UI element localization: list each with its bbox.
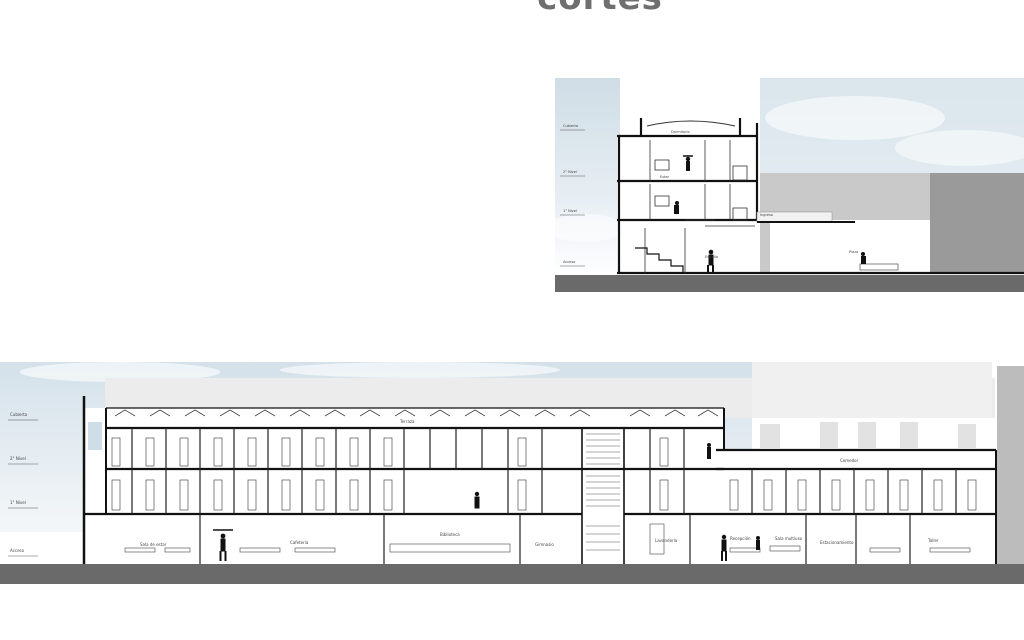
room-label: Terraza (399, 419, 415, 424)
longitudinal-section-drawing: Cubierta 2° Nivel 1° Nivel Acceso Sala d… (0, 358, 1024, 588)
level-label: Acceso (563, 260, 575, 264)
level-label: 2° Nivel (563, 170, 577, 174)
room-label: Estudio (705, 255, 718, 259)
room-label: Dormitorio (671, 130, 690, 134)
room-label: Ingreso (760, 213, 773, 217)
level-label: 1° Nivel (10, 500, 26, 505)
neighbor-building-right (930, 173, 1024, 273)
room-label: Recepción (730, 536, 751, 541)
neighbor-wall (997, 366, 1024, 566)
level-label: Cubierta (10, 412, 28, 417)
room-label: Estar (660, 175, 670, 179)
room-label: Gimnasio (535, 542, 554, 547)
room-label: Sala de estar (140, 542, 167, 547)
level-label: Acceso (10, 548, 25, 553)
ground-slab (0, 564, 1024, 584)
level-label: Cubierta (563, 124, 578, 128)
level-label: 1° Nivel (563, 209, 577, 213)
room-label: Estacionamiento (820, 540, 854, 545)
cross-section-svg: Cubierta 2° Nivel 1° Nivel Acceso Dormit… (555, 78, 1024, 292)
longitudinal-section-svg: Cubierta 2° Nivel 1° Nivel Acceso Sala d… (0, 362, 1024, 584)
room-label: Cafetería (290, 540, 309, 545)
room-label: Plaza (849, 250, 858, 254)
room-label: Lavandería (655, 538, 678, 543)
room-label: Sala multiuso (775, 536, 803, 541)
page-title: cortes (520, 0, 680, 18)
room-label: Biblioteca (440, 532, 460, 537)
cross-section-drawing: Cubierta 2° Nivel 1° Nivel Acceso Dormit… (555, 78, 1024, 292)
room-label: Taller (927, 538, 939, 543)
ground-slab (555, 275, 1024, 292)
room-label: Comedor (840, 458, 859, 463)
level-label: 2° Nivel (10, 456, 26, 461)
